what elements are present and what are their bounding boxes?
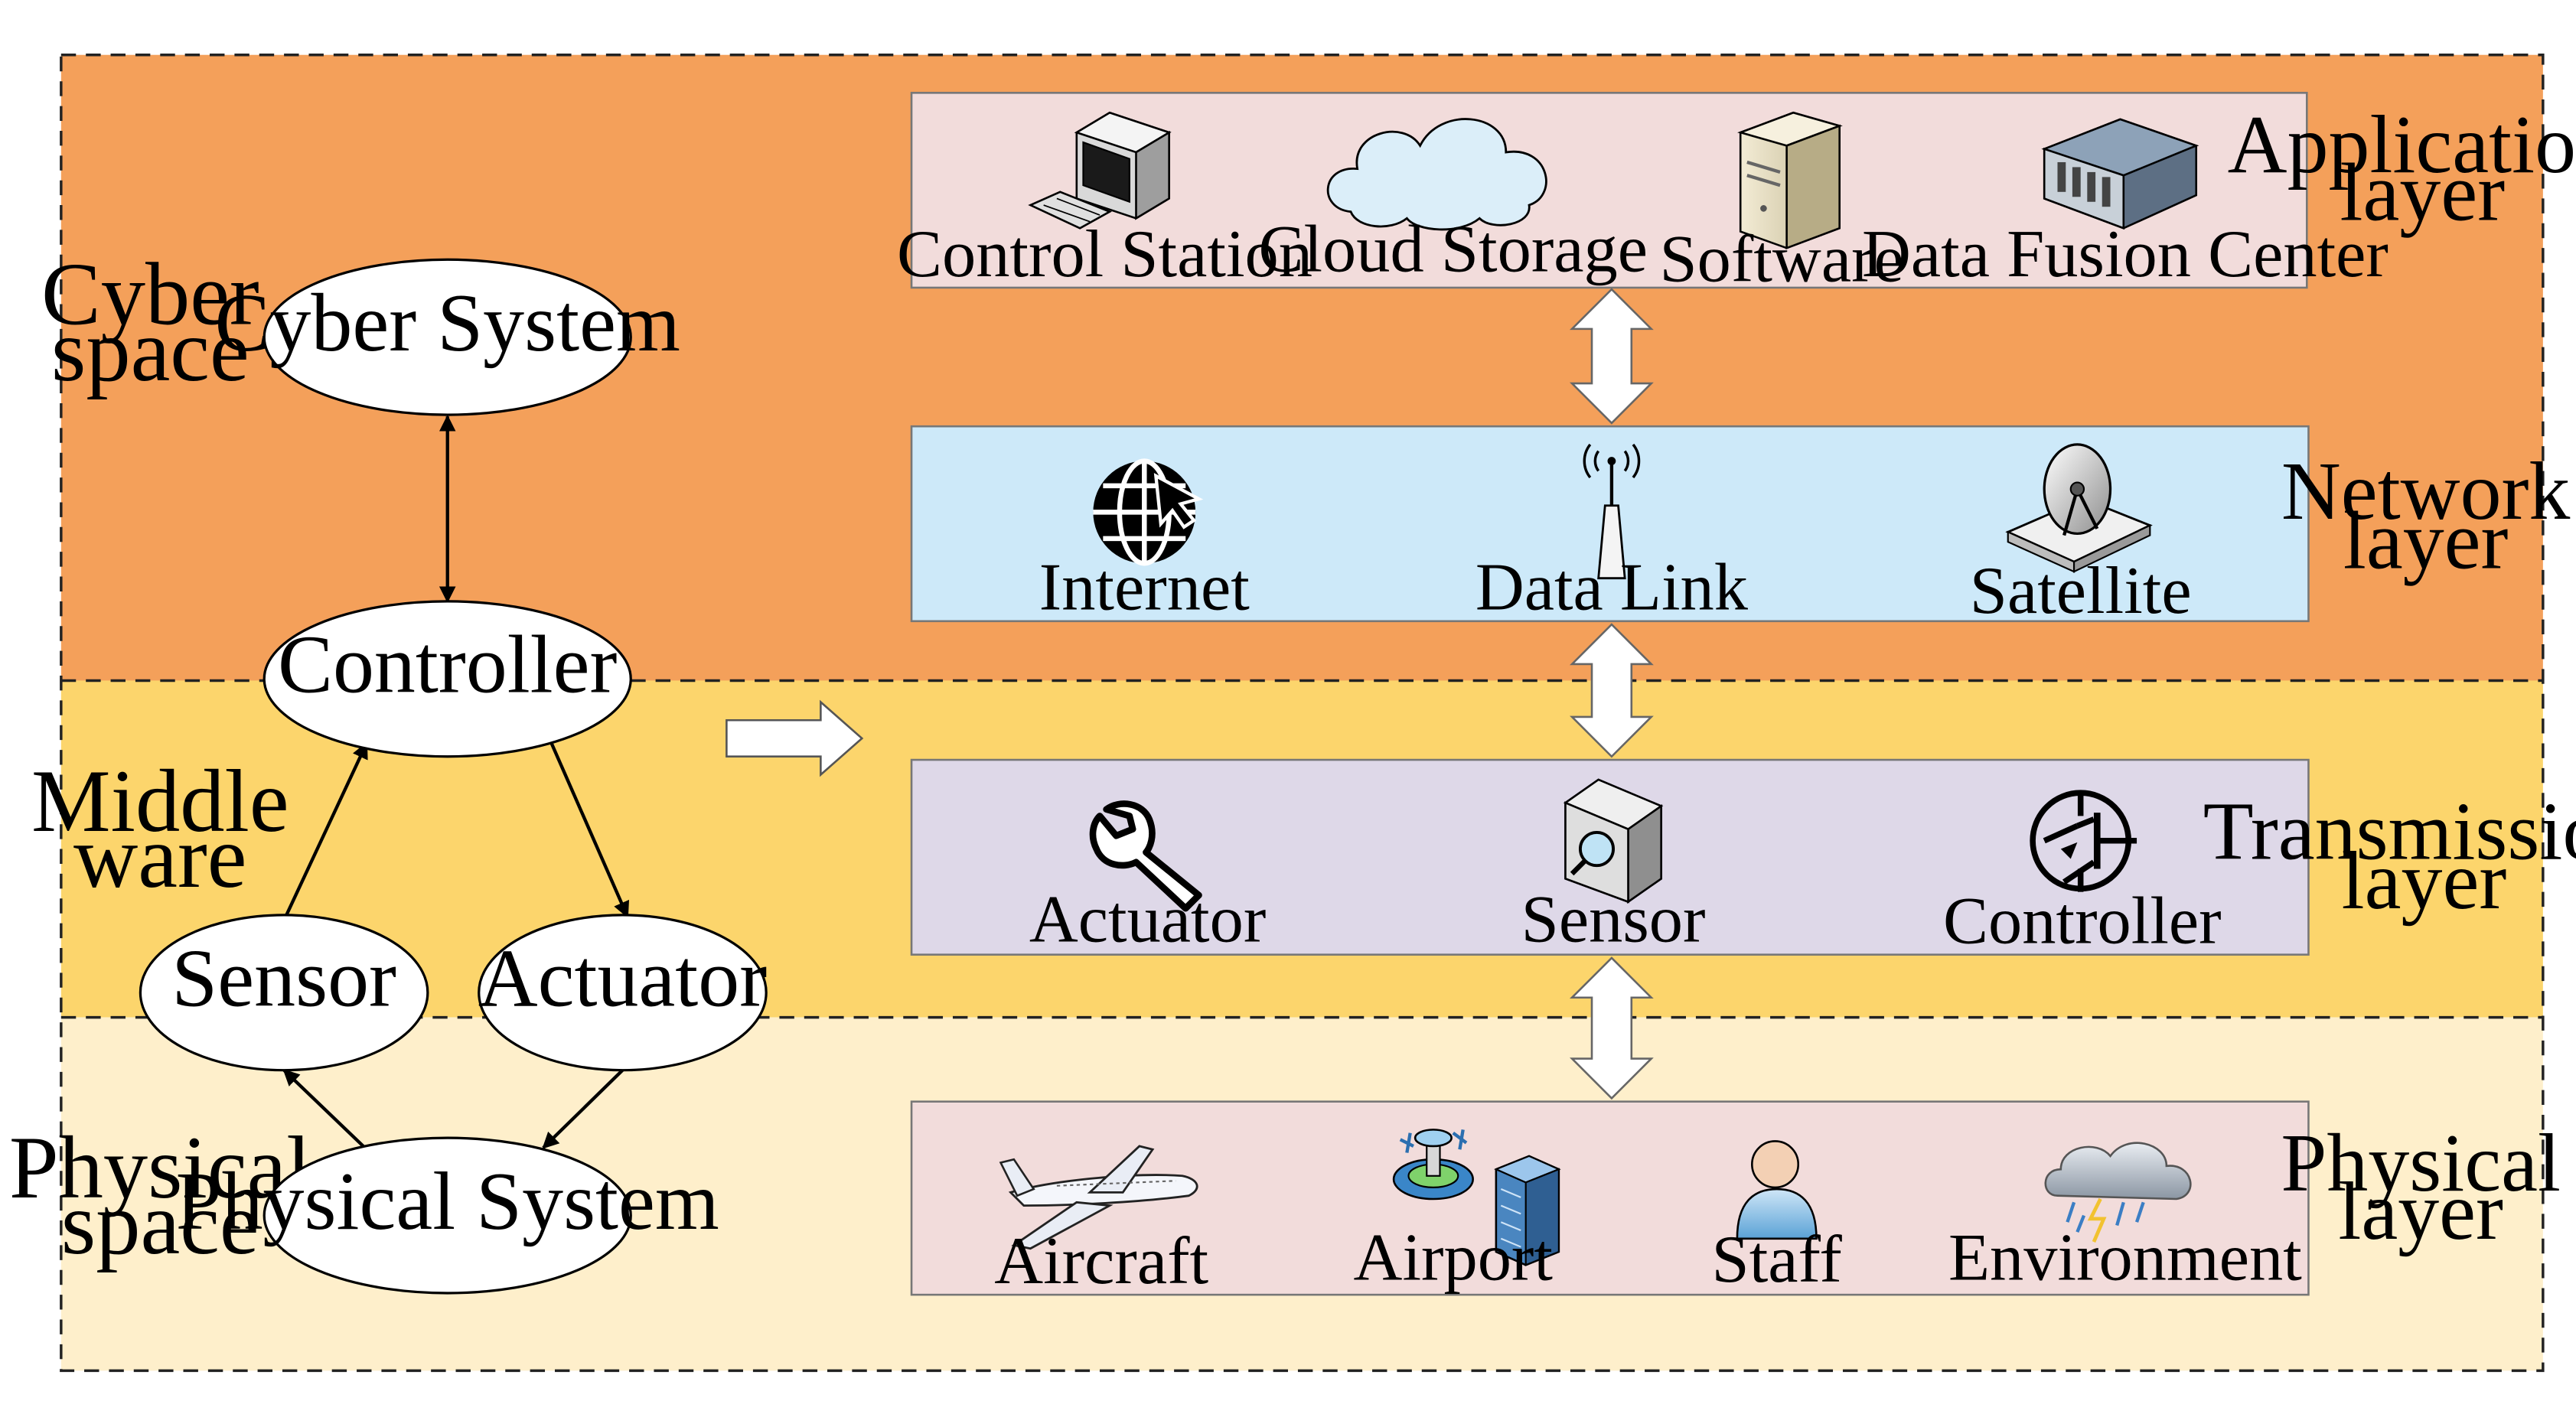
cloud-storage-label: Cloud Storage [1258,211,1648,286]
controller-node [262,600,632,758]
cloud-icon [1326,118,1547,231]
server-tower-icon [1737,111,1843,250]
network-transmission-double-arrow [1569,623,1654,758]
satellite-label: Satellite [1970,553,2192,628]
control-station-label: Control Station [897,217,1312,292]
sensor-node [139,914,429,1072]
physical-layer-label-line2: layer [2338,1166,2503,1257]
computer-icon [1028,111,1172,230]
staff-label: Staff [1712,1222,1843,1297]
transmission-physical-double-arrow [1569,956,1654,1100]
environment-label: Environment [1948,1220,2302,1295]
physical-layer-label-line1: Physical [2281,1118,2561,1209]
internet-label: Internet [1039,550,1250,625]
transistor-icon [2030,790,2137,892]
physical-space-label-line2: space [61,1175,259,1273]
transmission-layer-label-line2: layer [2342,836,2507,927]
sensor-label: Sensor [171,933,396,1025]
person-icon [1736,1140,1818,1240]
cyber-space-label-line1: Cyber [41,245,259,344]
aircraft-label: Aircraft [994,1223,1208,1298]
actuator-node [478,914,768,1072]
network-layer-label-line2: layer [2343,496,2509,587]
control-loop: Cyber System Controller Sensor Actuator … [139,258,768,1295]
airport-icon [1392,1129,1561,1266]
physical-to-sensor-arrow [282,1069,367,1149]
band-dashed-borders [60,53,2545,1373]
wrench-icon [1089,800,1202,912]
data-link-label: Data Link [1475,550,1749,625]
app-network-double-arrow [1569,288,1654,425]
physical-system-node [262,1136,632,1295]
mapping-arrow [726,699,864,777]
aircraft-icon [999,1145,1198,1250]
globe-icon [1093,458,1204,566]
data-fusion-center-label: Data Fusion Center [1862,217,2389,292]
physical-system-label: Physical System [176,1156,719,1247]
sensor-to-controller-arrow [284,741,368,917]
application-layer-label-line2: layer [2340,147,2506,238]
actuator-to-physical-arrow [542,1069,624,1149]
cyber-system-node [262,258,632,416]
satellite-dish-icon [2005,443,2153,573]
network-layer-label-line1: Network [2281,446,2571,537]
controller-label: Controller [278,620,617,711]
actuator-label: Actuator [478,933,767,1025]
antenna-icon [1583,443,1641,580]
sensor-item-label: Sensor [1521,881,1706,956]
controller-item-label: Controller [1943,884,2222,959]
middleware-label-line2: ware [73,808,246,907]
storm-cloud-icon [2044,1142,2192,1243]
airport-label: Airport [1354,1220,1554,1295]
software-label: Software [1659,221,1903,296]
actuator-item-label: Actuator [1029,881,1266,956]
physical-space-label-line1: Physical [9,1119,311,1217]
cyber-system-label: Cyber System [215,278,680,369]
controller-to-actuator-arrow [549,742,630,919]
cyber-space-label-line2: space [51,301,249,400]
rack-server-icon [2041,118,2199,230]
transmission-layer-label-line1: Transmission [2203,787,2576,878]
sensor-box-icon [1563,778,1664,904]
middleware-label-line1: Middle [31,752,289,851]
application-layer-label-line1: Application [2228,99,2576,191]
